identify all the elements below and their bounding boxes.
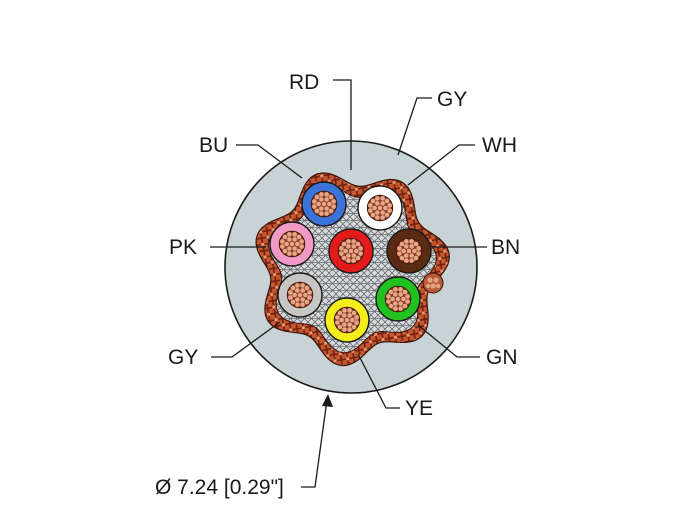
leader-jacket-gy — [397, 97, 432, 156]
leader-ye — [357, 353, 400, 409]
label-jacket-gy: GY — [437, 88, 467, 111]
leader-gn — [417, 324, 480, 358]
diameter-arrowhead — [322, 394, 333, 407]
wire-gn — [375, 276, 421, 322]
label-ye: YE — [405, 397, 433, 420]
label-gn: GN — [486, 346, 518, 369]
wire-bu — [301, 181, 347, 227]
label-pk: PK — [169, 236, 197, 259]
leader-lines — [210, 79, 487, 488]
leader-rd — [333, 79, 352, 170]
wire-ye — [324, 297, 370, 343]
wire-rd — [328, 228, 374, 274]
wire-labels: RD GY WH BU PK BN GY GN YE Ø 7.24 [0.29"… — [155, 71, 520, 499]
leader-wh — [407, 144, 475, 186]
label-bu: BU — [199, 134, 228, 157]
label-rd: RD — [289, 71, 319, 94]
leader-bu — [236, 144, 303, 179]
label-gy: GY — [168, 346, 198, 369]
label-diameter: Ø 7.24 [0.29"] — [155, 476, 284, 499]
wire-bn — [386, 228, 432, 274]
leader-gy — [211, 321, 281, 358]
wire-gy — [277, 272, 323, 318]
label-bn: BN — [491, 236, 520, 259]
label-wh: WH — [482, 134, 517, 157]
wire-wh — [357, 185, 403, 231]
drain-wire — [422, 272, 444, 294]
wire-pk — [269, 221, 315, 267]
leader-diameter — [301, 399, 328, 488]
wire-cores — [269, 181, 432, 343]
